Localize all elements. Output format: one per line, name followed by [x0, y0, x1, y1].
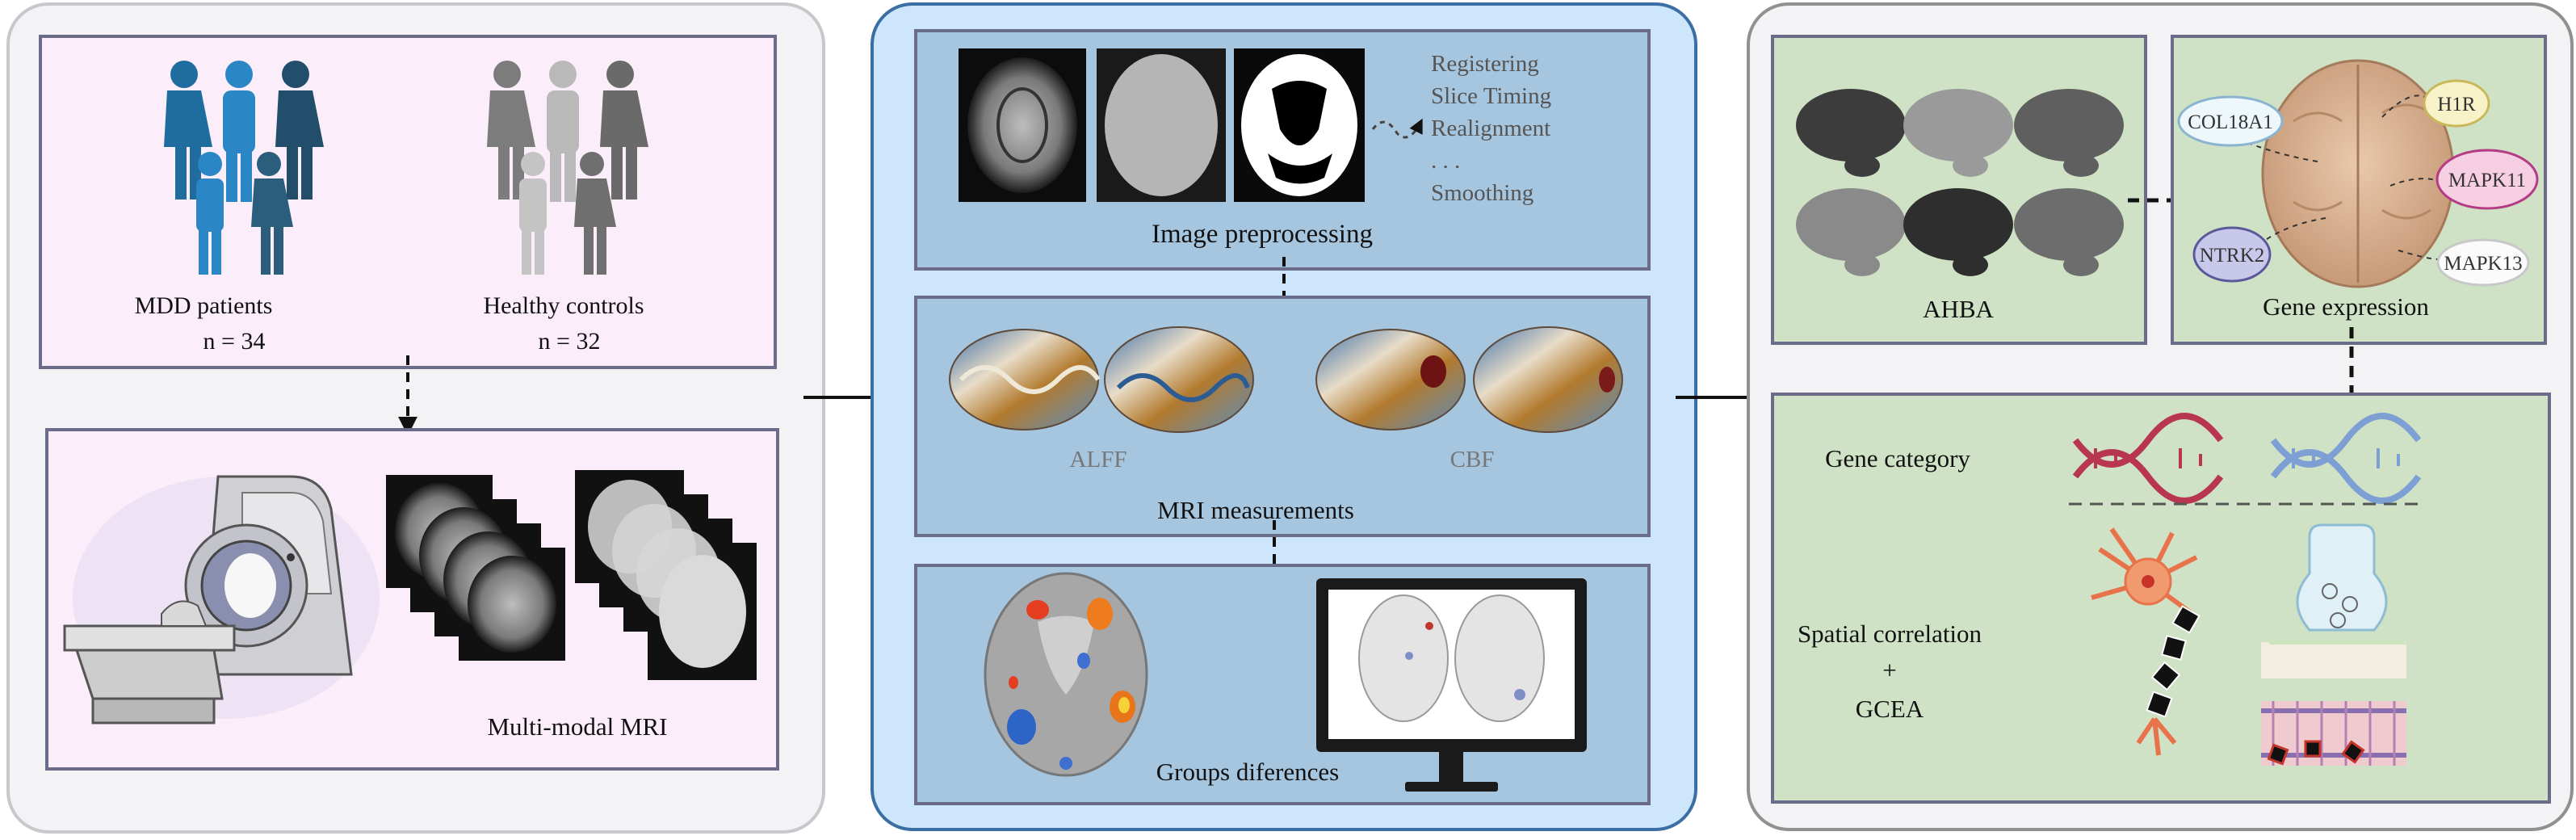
controls-count: n = 32 [539, 328, 601, 355]
mri-scanner-icon [63, 475, 380, 724]
gene-ntrk2: NTRK2 [2200, 245, 2265, 267]
panel-genetics: AHBA COL18A1 H1R MAPK11 NTRK2 MAPK13 Gen… [1747, 2, 2574, 831]
cbf-brain-maps [1315, 326, 1623, 433]
gene-expression-caption: Gene expression [2263, 292, 2429, 321]
synapse-icon [2261, 523, 2406, 678]
panel-cohort: MDD patients n = 34 Healthy controls n =… [6, 2, 825, 834]
dna-blue-icon [2270, 413, 2422, 504]
gene-mapk11: MAPK11 [2448, 170, 2526, 191]
alff-label: ALFF [1070, 447, 1127, 472]
controls-label: Healthy controls [483, 292, 644, 319]
t1-image-stack [386, 475, 565, 661]
gene-col18a1: COL18A1 [2188, 111, 2273, 133]
neuron-icon [2091, 527, 2201, 756]
steps-connector [1371, 118, 1423, 139]
panel-imaging: Registering Slice Timing Realignment . .… [871, 2, 1697, 831]
patients-count: n = 34 [203, 328, 266, 355]
plus-label: + [1882, 656, 1896, 684]
membrane-icon [2261, 701, 2406, 766]
spatial-correlation-label: Spatial correlation [1798, 620, 1982, 648]
step-registering: Registering [1431, 51, 1539, 77]
brain-expression-icon [2261, 59, 2455, 288]
asl-image-stack [575, 470, 757, 680]
controls-group-icon [487, 61, 648, 275]
ahba-brains-icon [1796, 89, 2124, 276]
step-ellipsis: . . . [1431, 148, 1460, 174]
monitor-icon [1316, 578, 1587, 792]
gcea-label: GCEA [1856, 695, 1924, 723]
step-smoothing: Smoothing [1431, 180, 1533, 206]
measurements-caption: MRI measurements [1157, 496, 1354, 524]
gene-category-label: Gene category [1825, 444, 1970, 472]
participants-box [39, 35, 777, 369]
gene-mapk13: MAPK13 [2444, 253, 2522, 275]
ahba-caption: AHBA [1923, 295, 1994, 323]
patients-label: MDD patients [135, 292, 273, 319]
axial-stat-map [984, 572, 1148, 777]
gene-badges [2177, 79, 2539, 287]
dna-red-icon [2072, 413, 2224, 504]
step-realignment: Realignment [1431, 116, 1550, 141]
step-slice-timing: Slice Timing [1431, 83, 1551, 109]
differences-caption: Groups diferences [1156, 758, 1339, 786]
mri-caption: Multi-modal MRI [487, 712, 667, 741]
gene-h1r: H1R [2437, 94, 2476, 116]
patients-group-icon [164, 61, 324, 275]
cbf-label: CBF [1450, 447, 1495, 472]
preprocessing-caption: Image preprocessing [1152, 220, 1373, 249]
alff-brain-maps [949, 326, 1254, 433]
